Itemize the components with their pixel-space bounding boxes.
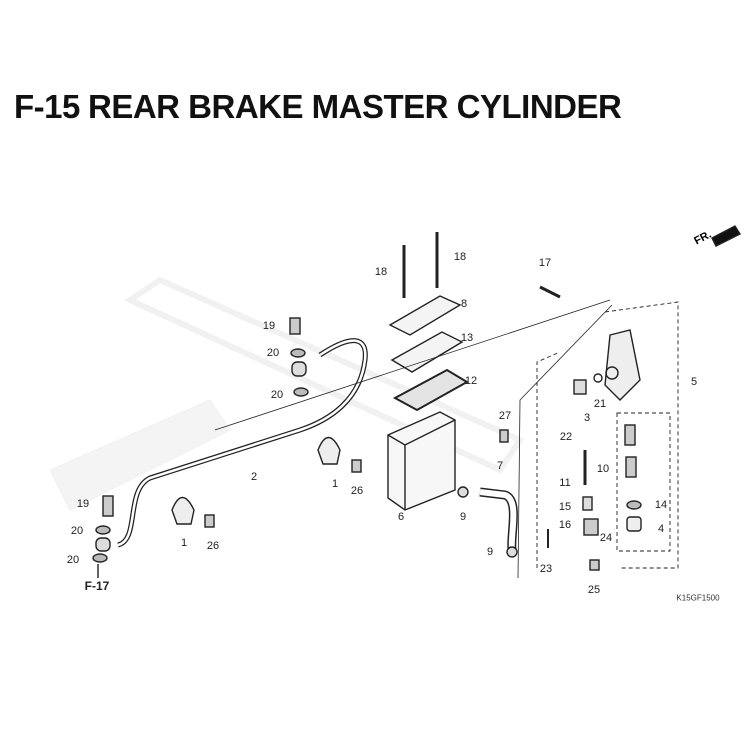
callout-6: 6 <box>397 511 405 523</box>
reference-link-f17[interactable]: F-17 <box>84 579 110 593</box>
drawing-code: K15GF1500 <box>676 593 720 603</box>
callout-19: 19 <box>262 320 276 332</box>
callout-1: 1 <box>180 537 188 549</box>
callout-9: 9 <box>459 511 467 523</box>
callout-8: 8 <box>460 298 468 310</box>
callout-22: 22 <box>559 431 573 443</box>
callout-13: 13 <box>460 332 474 344</box>
callout-23: 23 <box>539 563 553 575</box>
figure-code: F-15 <box>14 88 80 125</box>
callout-24: 24 <box>599 532 613 544</box>
callout-26: 26 <box>206 540 220 552</box>
callout-2: 2 <box>250 471 258 483</box>
figure-title: REAR BRAKE MASTER CYLINDER <box>88 88 622 125</box>
callout-17: 17 <box>538 257 552 269</box>
callout-18: 18 <box>453 251 467 263</box>
callout-1: 1 <box>331 478 339 490</box>
callout-19: 19 <box>76 498 90 510</box>
callout-20: 20 <box>266 347 280 359</box>
callout-7: 7 <box>496 460 504 472</box>
callout-21: 21 <box>593 398 607 410</box>
callout-3: 3 <box>583 412 591 424</box>
callout-20: 20 <box>70 525 84 537</box>
callout-9: 9 <box>486 546 494 558</box>
callout-26: 26 <box>350 485 364 497</box>
callout-11: 11 <box>559 477 571 489</box>
callout-18: 18 <box>374 266 388 278</box>
callout-25: 25 <box>587 584 601 596</box>
callout-20: 20 <box>66 554 80 566</box>
watermark <box>49 276 525 511</box>
callout-14: 14 <box>654 499 668 511</box>
callout-10: 10 <box>596 463 610 475</box>
callout-16: 16 <box>558 519 572 531</box>
callout-4: 4 <box>657 523 665 535</box>
callout-5: 5 <box>690 376 698 388</box>
callout-15: 15 <box>558 501 572 513</box>
callout-12: 12 <box>464 375 478 387</box>
callout-20: 20 <box>270 389 284 401</box>
callout-27: 27 <box>498 410 512 422</box>
